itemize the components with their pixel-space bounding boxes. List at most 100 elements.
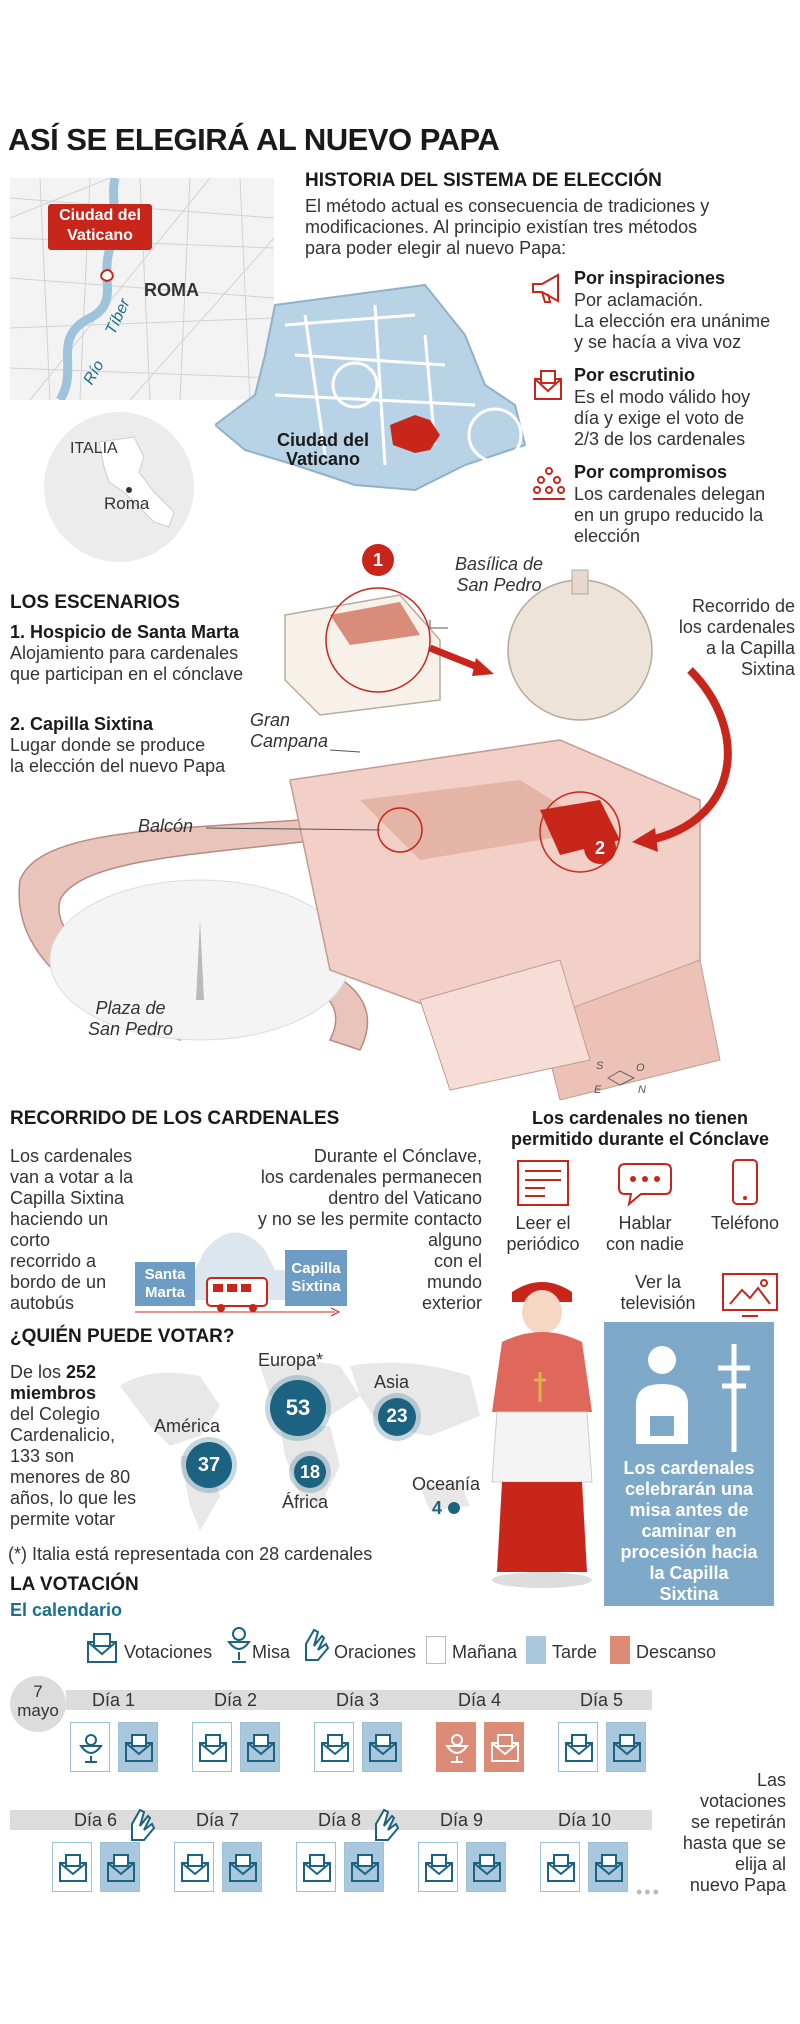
method-desc-line: Los cardenales delegan (574, 484, 766, 504)
capilla-line: Sixtina (291, 1278, 341, 1295)
historia-intro-line: El método actual es consecuencia de trad… (305, 196, 710, 216)
prohibicion-tv-label: Ver la televisión (608, 1272, 708, 1314)
ballot-icon (247, 1734, 275, 1762)
recorrido-right-line: exterior (421, 1293, 482, 1313)
day-label: Día 7 (196, 1810, 240, 1830)
legend-tarde-swatch (526, 1636, 546, 1664)
vatican-map-label-line: Ciudad del (277, 430, 370, 450)
cardinal-figure (491, 1282, 593, 1588)
calendar-morning-box (418, 1842, 458, 1892)
recorrido-right-line: Durante el Cónclave, (313, 1146, 482, 1166)
escenarios-heading: LOS ESCENARIOS (10, 592, 180, 613)
compass: S O E N (590, 1060, 650, 1100)
prohibiciones-heading-line: permitido durante el Cónclave (510, 1129, 770, 1149)
ballot-icon (565, 1734, 593, 1762)
plaza-label: Plaza de San Pedro (88, 998, 173, 1040)
misa-text-line: la Capilla (649, 1563, 729, 1583)
region-africa-count: 18 (294, 1456, 326, 1488)
region-europa-count: 53 (270, 1380, 326, 1436)
method-desc-line: Es el modo válido hoy (574, 387, 751, 407)
misa-text: Los cardenales celebrarán una misa antes… (604, 1458, 774, 1605)
repeat-note-line: elija al (734, 1854, 786, 1874)
method-title: Por inspiraciones (574, 268, 726, 288)
ballot-icon (303, 1854, 331, 1882)
historia-intro: El método actual es consecuencia de trad… (305, 196, 795, 259)
newspaper-icon (517, 1160, 569, 1206)
ballot-icon (181, 1854, 209, 1882)
roma-label: ROMA (144, 280, 199, 300)
compass-e: E (594, 1084, 602, 1096)
calendar-afternoon-box (606, 1722, 646, 1772)
misa-text-line: procesión hacia (620, 1542, 758, 1562)
calendar-morning-box (52, 1842, 92, 1892)
ballot-icon (473, 1854, 501, 1882)
recorrido-left-line: autobús (10, 1293, 75, 1313)
day-label: Día 5 (580, 1690, 624, 1710)
start-month: mayo (17, 1701, 59, 1720)
method-desc-line: día y exige el voto de (574, 408, 745, 428)
repeat-note-line: hasta que se (682, 1833, 786, 1853)
region-america-count: 37 (186, 1442, 232, 1488)
prohibicion-label-line: con nadie (605, 1234, 685, 1254)
method-desc: Es el modo válido hoy día y exige el vot… (574, 387, 750, 450)
prohibicion-label-line: Leer el (515, 1213, 571, 1233)
capilla-line: Capilla (291, 1260, 341, 1277)
misa-text-line: Los cardenales (623, 1458, 755, 1478)
misa-text-line: misa antes de (629, 1500, 749, 1520)
calendar-morning-box (296, 1842, 336, 1892)
region-oceania-label: Oceanía (412, 1474, 481, 1494)
megaphone-icon (532, 273, 559, 303)
votacion-heading: LA VOTACIÓN (10, 1574, 139, 1595)
votar-text-line: 133 son (10, 1446, 75, 1466)
legend-manana-swatch (426, 1636, 446, 1664)
prohibicion-label: Teléfono (710, 1213, 780, 1233)
ballot-icon (369, 1734, 397, 1762)
compass-n: N (638, 1084, 646, 1096)
ballot-icon (547, 1854, 575, 1882)
historia-heading: HISTORIA DEL SISTEMA DE ELECCIÓN (305, 170, 662, 191)
prohibicion-label-line: Hablar (618, 1213, 672, 1233)
prohibicion-label-line: Ver la (634, 1272, 682, 1292)
method-desc-line: 2/3 de los cardenales (574, 429, 746, 449)
prohibicion-label: Hablar con nadie (600, 1213, 690, 1255)
group-icon (533, 467, 565, 500)
prohibicion-label-line: periódico (506, 1234, 580, 1254)
recorrido-right-line: los cardenales permanecen (260, 1167, 482, 1187)
campana-label-line: Gran (250, 710, 291, 730)
repeat-note-line: votaciones (699, 1791, 786, 1811)
calendar-morning-box (314, 1722, 354, 1772)
calendar-afternoon-box (240, 1722, 280, 1772)
recorrido-left-line: corto (10, 1230, 51, 1250)
region-asia-label: Asia (374, 1372, 410, 1392)
praying-hands-icon (131, 1808, 156, 1841)
calendar-row-1-bar (66, 1690, 652, 1710)
votar-text-line: del Colegio (10, 1404, 101, 1424)
escenario-2-desc: Lugar donde se produce la elección del n… (10, 735, 225, 777)
method-desc-line: Por aclamación. (574, 290, 704, 310)
calendar-morning-box (70, 1722, 110, 1772)
calendar-afternoon-box (100, 1842, 140, 1892)
start-date: 7 mayo (10, 1676, 66, 1732)
calendar-morning-box (558, 1722, 598, 1772)
escenario-1-title: 1. Hospicio de Santa Marta (10, 622, 240, 642)
chalice-icon (227, 1627, 251, 1663)
repeat-note-line: nuevo Papa (689, 1875, 786, 1895)
legend-misa: Misa (252, 1642, 291, 1662)
campana-label-line: Campana (250, 731, 329, 751)
recorrido-label-line: Sixtina (740, 659, 795, 679)
recorrido-heading: RECORRIDO DE LOS CARDENALES (10, 1108, 340, 1129)
continuation-dots: ••• (636, 1882, 661, 1902)
vatican-callout-line2: Vaticano (67, 227, 133, 244)
ballot-icon (199, 1734, 227, 1762)
day-label: Día 4 (458, 1690, 502, 1710)
ballot-icon (595, 1854, 623, 1882)
bus-route-illustration: Santa Marta Capilla Sixtina (135, 1210, 355, 1320)
votar-text-line: miembros (10, 1383, 97, 1403)
marker-2: 2 (584, 832, 616, 864)
recorrido-left-line: haciendo un (10, 1209, 109, 1229)
method-title: Por compromisos (574, 462, 728, 482)
repeat-note-line: se repetirán (690, 1812, 786, 1832)
calendar-legend: Votaciones Misa Oraciones Mañana Tarde D… (80, 1626, 800, 1670)
calendar-afternoon-box (484, 1722, 524, 1772)
marker-1: 1 (362, 544, 394, 576)
